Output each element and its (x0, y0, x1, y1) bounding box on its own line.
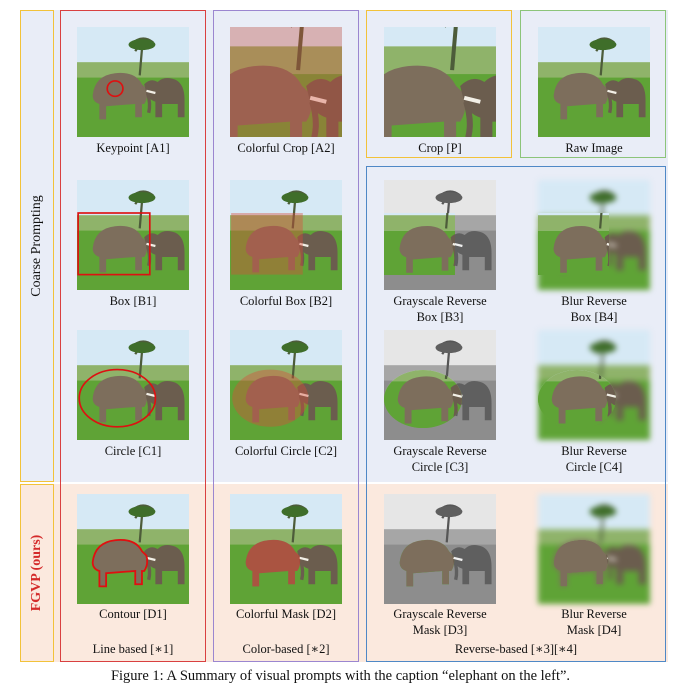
color-based-group-label: Color-based [∗2] (242, 642, 330, 656)
grayscale-reverse-box-label-line1: Grayscale Reverse (393, 294, 487, 308)
raw-image (538, 27, 650, 137)
colorful-mask-label: Colorful Mask [D2] (236, 607, 336, 621)
grayscale-reverse-circle-label-line2: Circle [C3] (411, 460, 469, 474)
box-prompt-image (77, 180, 189, 290)
circle-label: Circle [C1] (104, 444, 162, 458)
grayscale-reverse-circle-label-line1: Grayscale Reverse (393, 444, 487, 458)
blur-reverse-mask-label-line1: Blur Reverse (561, 607, 627, 621)
contour-label: Contour [D1] (99, 607, 167, 621)
colorful-circle-prompt-image (230, 330, 342, 440)
box-label: Box [B1] (109, 294, 157, 308)
fgvp-label: FGVP (ours) (29, 534, 44, 612)
grayscale-reverse-circle-color-region (384, 370, 462, 428)
crop-prompt-image (384, 27, 496, 137)
contour-marker (91, 539, 149, 588)
colorful-circle-label: Colorful Circle [C2] (234, 444, 338, 458)
crop-label: Crop [P] (418, 141, 462, 155)
coarse-prompting-label-box (20, 10, 54, 482)
blur-reverse-circle-sharp-region (538, 370, 616, 428)
colorful-box-label: Colorful Box [B2] (239, 294, 333, 308)
fgvp-label-box (20, 484, 54, 662)
colorful-mask-prompt-image (230, 494, 342, 604)
contour-prompt-image (77, 494, 189, 604)
colorful-box-prompt-image (230, 180, 342, 290)
circle-prompt-image (77, 330, 189, 440)
color-based-group-box (213, 10, 359, 662)
raw-image-group-box (520, 10, 666, 158)
reverse-based-group-label: Reverse-based [∗3][∗4] (454, 642, 578, 656)
keypoint-label: Keypoint [A1] (96, 141, 170, 155)
box-marker (77, 212, 151, 276)
grayscale-reverse-box-label-line2: Box [B3] (416, 310, 464, 324)
figure-caption: Figure 1: A Summary of visual prompts wi… (110, 668, 571, 684)
blur-reverse-box-label-line1: Blur Reverse (561, 294, 627, 308)
grayscale-reverse-mask-label-line2: Mask [D3] (412, 623, 468, 637)
blur-reverse-box-sharp-region (538, 213, 609, 275)
line-based-group-label: Line based [∗1] (92, 642, 174, 656)
blur-reverse-circle-label-line1: Blur Reverse (561, 444, 627, 458)
coarse-prompting-label: Coarse Prompting (29, 195, 44, 297)
line-based-group-box (60, 10, 206, 662)
circle-marker (78, 368, 157, 428)
reverse-based-group-box (366, 166, 666, 662)
blur-reverse-mask-label-line2: Mask [D4] (566, 623, 622, 637)
colorful-crop-prompt-image (230, 27, 342, 137)
crop-group-box (366, 10, 512, 158)
raw-image-label: Raw Image (565, 141, 623, 155)
grayscale-reverse-box-color-region (384, 213, 455, 275)
blur-reverse-circle-label-line2: Circle [C4] (565, 460, 623, 474)
colorful-crop-label: Colorful Crop [A2] (237, 141, 335, 155)
blur-reverse-mask-sharp-region (538, 494, 650, 604)
grayscale-reverse-mask-label-line1: Grayscale Reverse (393, 607, 487, 621)
keypoint-marker (106, 80, 124, 98)
keypoint-prompt-image (77, 27, 189, 137)
grayscale-reverse-mask-color-region (384, 494, 496, 604)
blur-reverse-box-label-line2: Box [B4] (570, 310, 618, 324)
